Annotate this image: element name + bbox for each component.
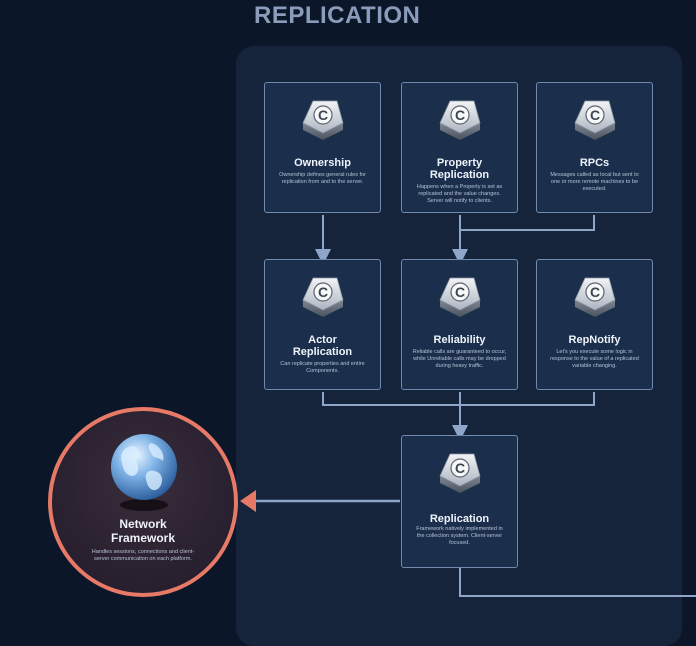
node-ownership[interactable]: Ownership Ownership defines general rule… — [264, 82, 381, 213]
node-desc: Framework natively implemented in the co… — [416, 526, 503, 546]
c-drive-icon — [439, 100, 481, 141]
node-name: RepNotify — [568, 334, 621, 346]
connector-rpcs-reliability — [452, 215, 595, 265]
node-name: Property Replication — [429, 157, 490, 181]
node-name: Actor Replication — [292, 334, 353, 358]
connectors — [240, 215, 696, 597]
globe-icon — [111, 434, 177, 511]
arrow-to-network — [240, 490, 256, 512]
node-property-replication[interactable]: Property Replication Happens when a Prop… — [401, 82, 518, 213]
network-framework-node[interactable]: Network Framework Handles sessions, conn… — [48, 407, 238, 597]
c-drive-icon — [439, 277, 481, 318]
connector-row2-merge — [322, 392, 595, 406]
c-drive-icon — [302, 100, 344, 141]
node-rpcs[interactable]: RPCs Messages called as local but sent t… — [536, 82, 653, 213]
network-name: Network Framework — [110, 517, 176, 545]
node-name: Replication — [429, 513, 490, 525]
node-desc: Messages called as local but sent to one… — [550, 172, 639, 192]
connector-replication-exit — [459, 568, 696, 597]
c-drive-icon — [574, 100, 616, 141]
c-drive-icon — [302, 277, 344, 318]
node-desc: Happens when a Property is set as replic… — [416, 184, 503, 204]
node-desc: Ownership defines general rules for repl… — [279, 172, 366, 185]
node-desc: Reliable calls are guaranteed to occur, … — [412, 349, 507, 369]
c-drive-icon — [439, 453, 481, 494]
node-reliability[interactable]: Reliability Reliable calls are guarantee… — [401, 259, 518, 390]
node-actor-replication[interactable]: Actor Replication Can replicate properti… — [264, 259, 381, 390]
node-name: RPCs — [579, 157, 610, 169]
node-name: Ownership — [294, 157, 351, 169]
page-title: REPLICATION — [254, 2, 421, 29]
network-desc: Handles sessions, connections and client… — [91, 549, 195, 562]
node-name: Reliability — [433, 334, 486, 346]
node-replication[interactable]: Replication Framework natively implement… — [401, 435, 518, 568]
c-drive-icon — [574, 277, 616, 318]
node-desc: Let's you execute some logic in response… — [550, 349, 639, 369]
node-desc: Can replicate properties and entire Comp… — [280, 361, 365, 374]
node-repnotify[interactable]: RepNotify Let's you execute some logic i… — [536, 259, 653, 390]
